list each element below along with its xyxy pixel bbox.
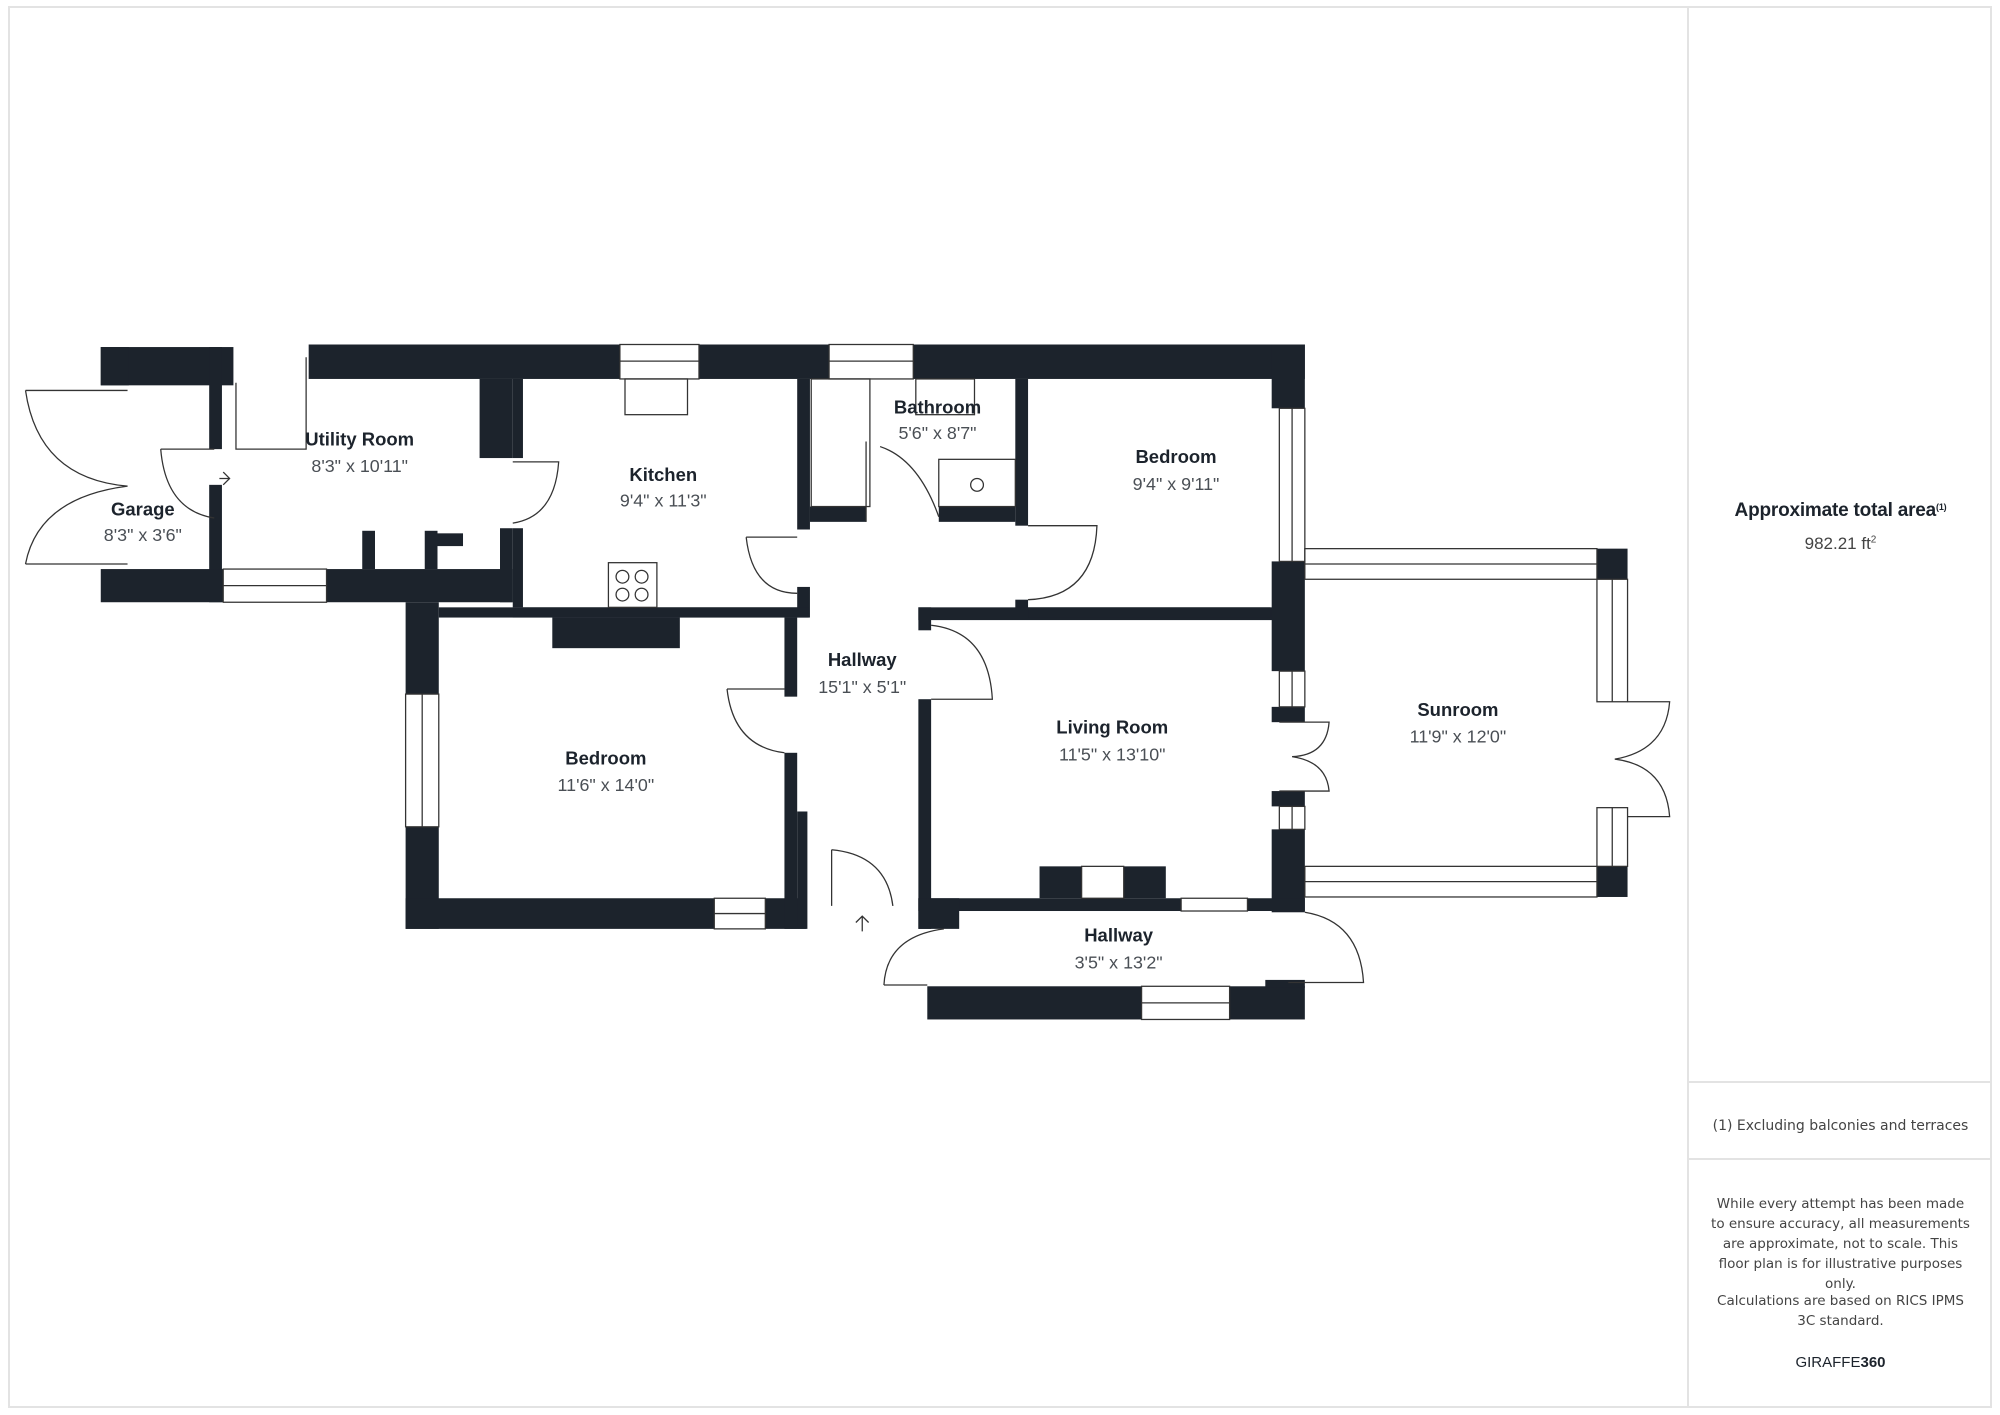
info-sidebar: Approximate total area(1) 982.21 ft2 (1)… [1687, 6, 1992, 1408]
room-living-name: Living Room [1056, 717, 1168, 738]
total-area-value: 982.21 ft2 [1689, 534, 1992, 554]
room-utility-name: Utility Room [305, 428, 414, 449]
room-bedroom2-dims: 11'6" x 14'0" [558, 775, 655, 795]
divider [1689, 1081, 1992, 1083]
total-area-label: Approximate total area [1734, 500, 1937, 521]
total-area-title: Approximate total area(1) [1689, 500, 1992, 522]
disclaimer-text: While every attempt has been made to ens… [1711, 1196, 1970, 1292]
page-frame [8, 6, 1992, 1408]
area-number: 982.21 ft [1804, 534, 1871, 553]
total-area-block: Approximate total area(1) 982.21 ft2 [1689, 500, 1992, 554]
room-living-dims: 11'5" x 13'10" [1059, 744, 1166, 764]
room-hallway1-dims: 15'1" x 5'1" [818, 677, 906, 697]
room-kitchen-name: Kitchen [629, 464, 697, 485]
room-sunroom-dims: 11'9" x 12'0" [1410, 727, 1507, 747]
brand-logo: GIRAFFE360 [1689, 1354, 1992, 1371]
room-labels: Garage 8'3" x 3'6" Utility Room 8'3" x 1… [104, 396, 1506, 972]
room-garage-name: Garage [111, 498, 175, 519]
brand-text: GIRAFFE [1795, 1354, 1861, 1371]
room-bedroom1-dims: 9'4" x 9'11" [1133, 474, 1220, 494]
windows-doors [24, 343, 1671, 1021]
room-bathroom-name: Bathroom [894, 396, 981, 417]
room-bedroom2-name: Bedroom [565, 747, 646, 768]
room-sunroom-name: Sunroom [1417, 699, 1498, 720]
footnote-marker: (1) [1936, 502, 1947, 512]
room-bathroom-dims: 5'6" x 8'7" [898, 423, 976, 443]
room-hallway2-name: Hallway [1084, 925, 1154, 946]
brand-number: 360 [1860, 1354, 1886, 1371]
room-hallway2-dims: 3'5" x 13'2" [1075, 952, 1163, 972]
divider [1689, 1158, 1992, 1160]
room-bedroom1-name: Bedroom [1135, 446, 1216, 467]
room-garage-dims: 8'3" x 3'6" [104, 525, 182, 545]
room-kitchen-dims: 9'4" x 11'3" [620, 491, 707, 511]
room-utility-dims: 8'3" x 10'11" [311, 456, 408, 476]
footnote-text: (1) Excluding balconies and terraces [1712, 1118, 1969, 1134]
walls [100, 344, 1628, 1020]
room-hallway1-name: Hallway [828, 649, 898, 670]
calculation-note: Calculations are based on RICS IPMS 3C s… [1717, 1293, 1964, 1329]
area-unit-exponent: 2 [1870, 534, 1877, 546]
